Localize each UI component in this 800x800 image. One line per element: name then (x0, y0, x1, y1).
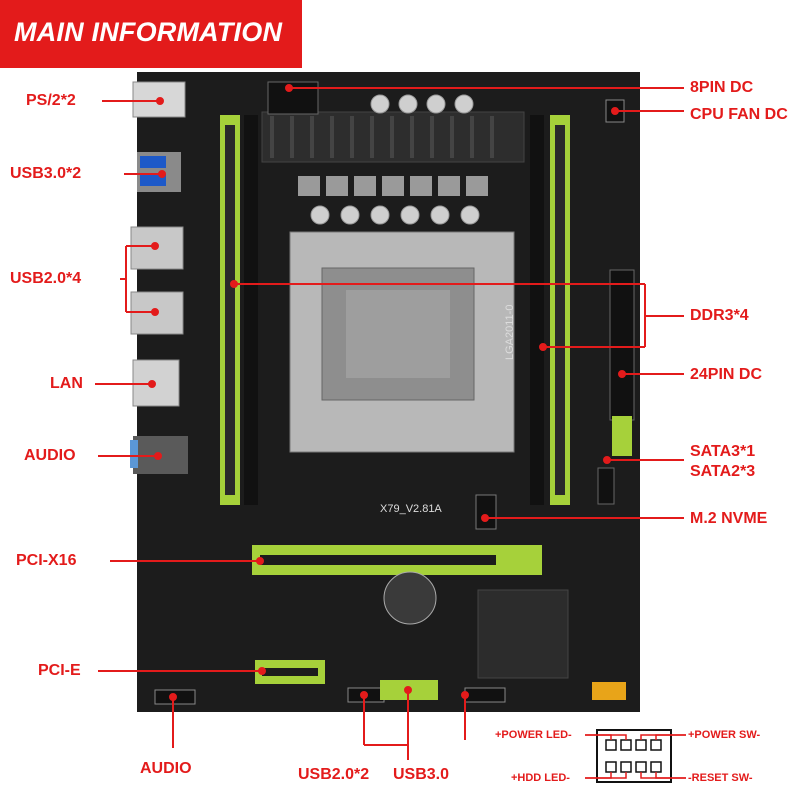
label-usb30: USB3.0*2 (10, 165, 82, 182)
label-pcix16: PCI-X16 (16, 552, 77, 569)
label-pcie: PCI-E (38, 662, 81, 679)
label-usb30-bottom: USB3.0 (393, 766, 450, 783)
label-8pin: 8PIN DC (690, 79, 754, 96)
page-title: MAIN INFORMATION (14, 17, 283, 47)
m2-slot (475, 494, 497, 530)
model-silkscreen: X79_V2.81A (380, 503, 442, 515)
sata2-port (597, 467, 615, 505)
label-ddr3: DDR3*4 (690, 307, 749, 324)
label-m2: M.2 NVME (690, 510, 768, 527)
ps2-port (132, 81, 186, 118)
24pin-connector (609, 269, 635, 421)
pch-heatsink (477, 589, 569, 679)
cmos-battery (383, 571, 437, 625)
label-hdd-led: +HDD LED- (511, 772, 570, 784)
label-power-sw: +POWER SW- (688, 729, 761, 741)
label-sata2: SATA2*3 (690, 463, 756, 480)
label-lan: LAN (50, 375, 83, 392)
label-usb20-bottom: USB2.0*2 (298, 766, 370, 783)
label-24pin: 24PIN DC (690, 366, 763, 383)
header-banner: MAIN INFORMATION (0, 0, 302, 68)
front-panel-header (464, 687, 506, 703)
label-cpu-fan: CPU FAN DC (690, 106, 788, 123)
label-power-led: +POWER LED- (495, 729, 572, 741)
label-reset-sw: -RESET SW- (688, 772, 753, 784)
dimm-slot (530, 115, 544, 505)
label-audio-bottom: AUDIO (140, 760, 192, 777)
label-audio: AUDIO (24, 447, 76, 464)
label-usb20: USB2.0*4 (10, 270, 82, 287)
front-panel-pin-diagram (585, 729, 686, 783)
8pin-connector (267, 81, 319, 115)
label-sata3: SATA3*1 (690, 443, 756, 460)
socket-silkscreen: LGA2011-0 (504, 305, 516, 360)
dimm-slot (244, 115, 258, 505)
sata3-port (612, 416, 632, 456)
label-ps2: PS/2*2 (26, 92, 76, 109)
